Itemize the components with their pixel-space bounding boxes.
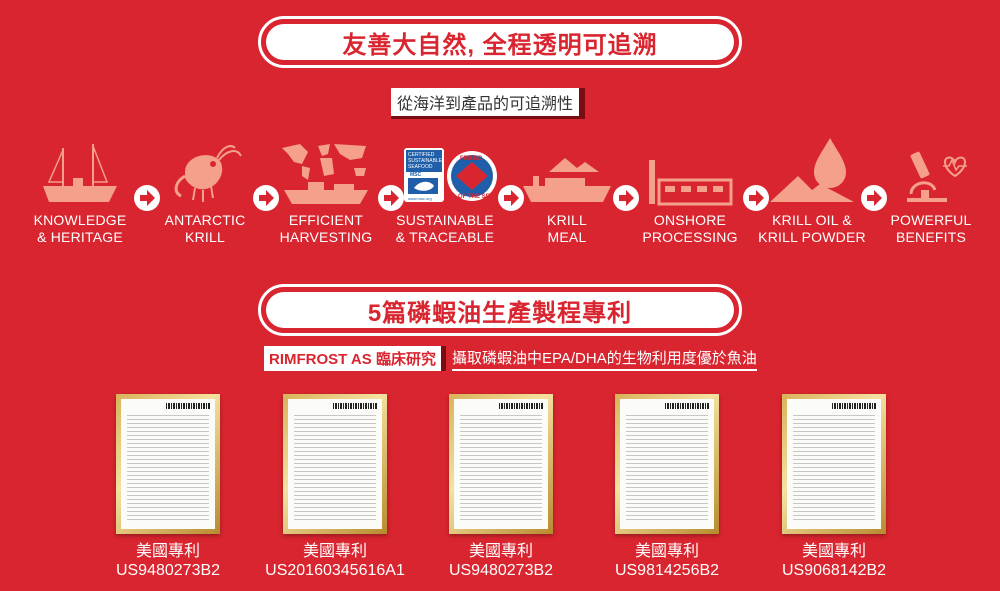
patent-label: 美國專利 US9814256B2: [582, 542, 752, 580]
patent-label: 美國專利 US9068142B2: [749, 542, 919, 580]
patent-title: 美國專利: [302, 543, 367, 560]
oil-drop-powder-icon: [752, 130, 872, 206]
step-line2: PROCESSING: [642, 229, 738, 245]
patents-title: 5篇磷蝦油生產製程專利: [367, 299, 633, 327]
cargo-ship-icon: [507, 130, 627, 206]
heading-banner: 友善大自然, 全程透明可追溯: [258, 16, 742, 68]
rimfrost-tag: RIMFROST AS 臨床研究: [264, 346, 446, 371]
heading-title: 友善大自然, 全程透明可追溯: [342, 31, 658, 59]
step-line1: KRILL OIL &: [772, 212, 852, 228]
patent-number: US20160345616A1: [265, 562, 405, 579]
msc-certification-icon: CERTIFIED SUSTAINABLE SEAFOOD MSC www.ms…: [385, 130, 505, 206]
ship-icon: [20, 130, 140, 206]
rimfrost-brand: RIMFROST AS: [269, 351, 372, 368]
msc-url: www.msc.org: [408, 196, 432, 201]
arrow-icon: [743, 185, 769, 211]
flow-step-sustainable: CERTIFIED SUSTAINABLE SEAFOOD MSC www.ms…: [385, 130, 505, 246]
world-ship-icon: [266, 130, 386, 206]
msc-label: MSC: [410, 172, 422, 178]
microscope-heart-icon: [871, 130, 991, 206]
arrow-icon: [134, 185, 160, 211]
step-line2: BENEFITS: [895, 229, 967, 245]
patents-banner: 5篇磷蝦油生產製程專利: [258, 284, 742, 336]
friend-top: FRIEND: [460, 156, 483, 162]
patent-label: 美國專利 US20160345616A1: [250, 542, 420, 580]
patent-document-image: [116, 394, 220, 534]
step-line1: SUSTAINABLE: [396, 212, 494, 228]
patent-title: 美國專利: [634, 543, 699, 560]
msc-line2: SUSTAINABLE: [408, 158, 443, 164]
traceability-subheading: 從海洋到產品的可追溯性: [391, 88, 586, 119]
arrow-icon: [498, 185, 524, 211]
flow-step-oil-powder: KRILL OIL &KRILL POWDER: [752, 130, 872, 246]
patent-title: 美國專利: [801, 543, 866, 560]
krill-icon: [145, 130, 265, 206]
patent-title: 美國專利: [135, 543, 200, 560]
arrow-icon: [613, 185, 639, 211]
msc-line3: SEAFOOD: [408, 164, 433, 170]
patent-document-image: [449, 394, 553, 534]
arrow-icon: [378, 185, 404, 211]
patent-label: 美國專利 US9480273B2: [416, 542, 586, 580]
step-line1: ANTARCTIC: [164, 212, 246, 228]
step-line2: HARVESTING: [279, 229, 373, 245]
patent-document-image: [615, 394, 719, 534]
step-line1: ONSHORE: [653, 212, 727, 228]
step-line2: KRILL: [185, 229, 225, 245]
patent-number: US9814256B2: [614, 562, 720, 579]
arrow-icon: [253, 185, 279, 211]
patent-number: US9480273B2: [115, 562, 221, 579]
step-line1: POWERFUL: [890, 212, 972, 228]
step-line2: & HERITAGE: [37, 229, 123, 245]
step-line2: & TRACEABLE: [395, 229, 495, 245]
step-line1: EFFICIENT: [288, 212, 364, 228]
step-line2: MEAL: [547, 229, 587, 245]
step-line2: KRILL POWDER: [758, 229, 866, 245]
rimfrost-study: RIMFROST AS 臨床研究 攝取磷蝦油中EPA/DHA的生物利用度優於魚油: [264, 346, 757, 371]
patent-document-image: [283, 394, 387, 534]
friend-bottom: OF THE SEA: [458, 194, 495, 200]
clinical-study-label: 臨床研究: [375, 351, 436, 368]
rimfrost-description: 攝取磷蝦油中EPA/DHA的生物利用度優於魚油: [451, 347, 757, 371]
msc-line1: CERTIFIED: [408, 152, 435, 158]
patent-document-image: [782, 394, 886, 534]
arrow-icon: [861, 185, 887, 211]
patent-title: 美國專利: [468, 543, 533, 560]
patent-label: 美國專利 US9480273B2: [83, 542, 253, 580]
factory-icon: [630, 130, 750, 206]
step-line1: KNOWLEDGE: [33, 212, 127, 228]
step-line1: KRILL: [547, 212, 587, 228]
patent-number: US9068142B2: [781, 562, 887, 579]
patent-number: US9480273B2: [448, 562, 554, 579]
flow-step-knowledge: KNOWLEDGE& HERITAGE: [20, 130, 140, 246]
